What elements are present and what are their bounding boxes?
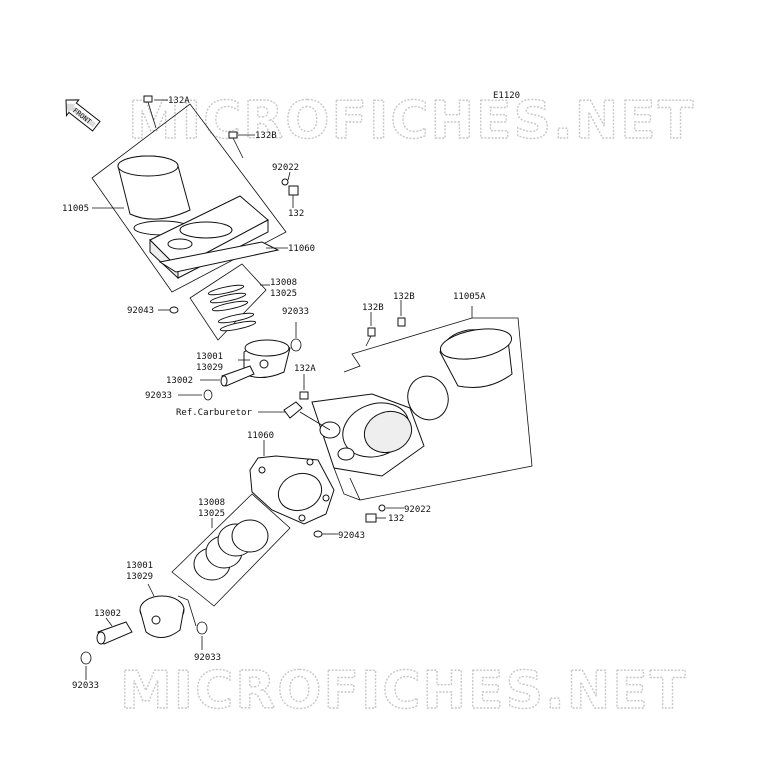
label-92022-bottom: 92022 [404,505,431,515]
cylinder-liner-bottom [439,328,513,388]
washer-92022-top [281,178,289,186]
label-13008-top: 13008 [270,278,297,288]
dowel-92043-top [169,306,179,314]
label-132b-top: 132B [255,131,277,141]
label-132a-mid: 132A [294,364,316,374]
circlip-top-right [290,338,302,352]
label-92033-top-left: 92033 [145,391,172,401]
label-92033-bottom-left: 92033 [72,681,99,691]
watermark-bottom: MICROFICHES.NET [120,661,687,721]
bolt-132a-top [143,95,157,129]
label-92033-top-right: 92033 [282,307,309,317]
label-132-top: 132 [288,209,304,219]
cylinder-block-bottom [311,393,425,477]
cylinder-block-top [149,195,269,280]
washer-92022-bottom [378,504,386,512]
ring-box-top [189,263,267,341]
piston-pin-top [220,365,255,387]
label-132b-mid-right: 132B [393,292,415,302]
ring-box-bottom [171,493,291,607]
label-11060-top: 11060 [288,244,315,254]
ref-carburetor-label: Ref.Carburetor [176,408,252,418]
label-13002-bottom: 13002 [94,609,121,619]
label-92022-top: 92022 [272,163,299,173]
label-13008-bottom: 13008 [198,498,225,508]
label-13001-bottom: 13001 [126,561,153,571]
label-13029-bottom: 13029 [126,572,153,582]
piston-rings-bottom [193,519,269,581]
bolt-132-top [288,185,299,196]
dowel-92043-bottom [313,530,323,538]
label-13025-bottom: 13025 [198,509,225,519]
bolt-132b-mid-left [367,327,376,337]
label-11005a: 11005A [453,292,486,302]
label-132-bottom: 132 [388,514,404,524]
carburetor-joint-icon [283,401,303,419]
label-92043-top: 92043 [127,306,154,316]
label-13001-top: 13001 [196,352,223,362]
label-11005: 11005 [62,204,89,214]
piston-bottom [139,595,185,638]
circlip-bottom-left [80,651,92,665]
gasket-top [158,241,280,273]
label-13002-top: 13002 [166,376,193,386]
label-11060-bottom: 11060 [247,431,274,441]
label-13025-top: 13025 [270,289,297,299]
diagram-id: E1120 [493,91,520,101]
piston-rings-top [207,284,257,332]
label-132b-mid-left: 132B [362,303,384,313]
watermark-top: MICROFICHES.NET [128,91,695,151]
bolt-132b-top [228,131,244,159]
circlip-top-left [203,389,213,401]
front-arrow-icon: FRONT [65,99,101,132]
label-132a-top: 132A [168,96,190,106]
label-13029-top: 13029 [196,363,223,373]
gasket-bottom [249,455,335,525]
bolt-132-bottom [365,513,377,523]
piston-top [243,339,291,378]
label-92033-bottom-right: 92033 [194,653,221,663]
oring-bottom [407,375,449,421]
circlip-bottom-right [196,621,208,635]
bolt-132a-mid [299,391,309,400]
piston-pin-bottom [96,621,133,645]
cylinder-box-bottom [343,317,533,501]
label-92043-bottom: 92043 [338,531,365,541]
bolt-132b-mid-right [397,317,406,327]
cylinder-liner-top [117,155,191,220]
cylinder-box-top [91,103,287,293]
